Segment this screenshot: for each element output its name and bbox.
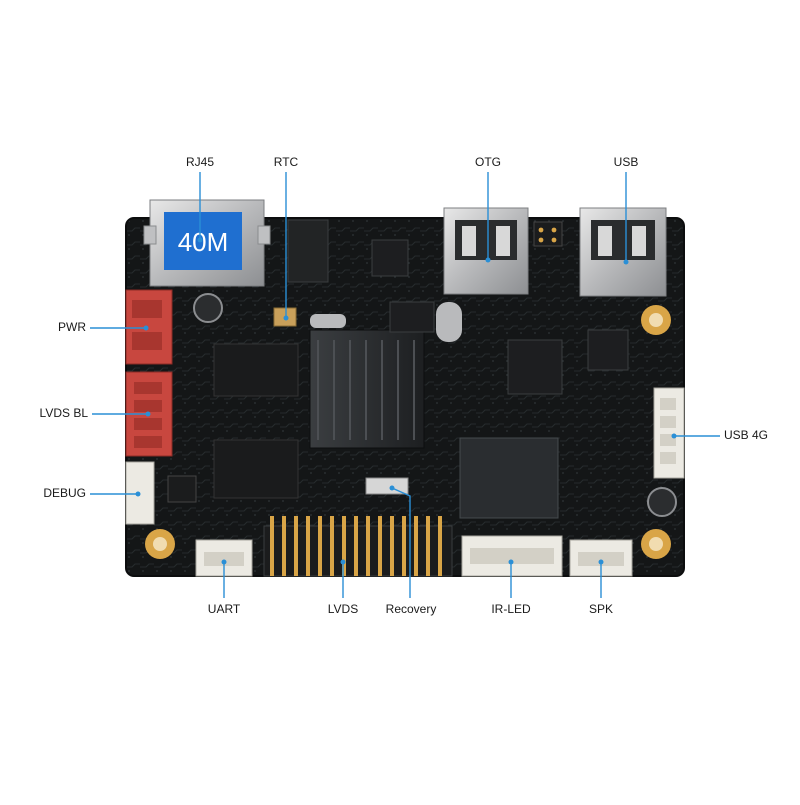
memory-chip-1 xyxy=(213,343,299,397)
label-usb: USB xyxy=(613,155,639,169)
leader-lines xyxy=(90,172,720,598)
label-rtc: RTC xyxy=(273,155,299,169)
rj45-jack: 40M xyxy=(143,199,271,287)
label-rj45: RJ45 xyxy=(185,155,215,169)
label-uart: UART xyxy=(207,602,241,616)
otg-usb-port xyxy=(443,207,529,295)
label-ir-led: IR-LED xyxy=(491,602,531,616)
speed-badge-text: 40M xyxy=(178,227,229,257)
memory-chip-2 xyxy=(213,439,299,499)
label-usb-4g: USB 4G xyxy=(724,428,769,442)
label-pwr: PWR xyxy=(58,320,86,334)
ir-led-connector xyxy=(461,535,563,577)
module-chip xyxy=(459,437,559,519)
speed-badge xyxy=(164,212,242,270)
mounting-holes xyxy=(145,305,671,559)
label-recovery: Recovery xyxy=(385,602,437,616)
rtc-chip xyxy=(287,219,329,283)
label-spk: SPK xyxy=(588,602,614,616)
label-debug: DEBUG xyxy=(43,486,86,500)
label-otg: OTG xyxy=(475,155,501,169)
lvds-header xyxy=(263,516,453,577)
usb-4g-connector xyxy=(653,387,685,479)
heatsink xyxy=(309,329,425,449)
label-lvds-bl: LVDS BL xyxy=(39,406,88,420)
pwr-connector xyxy=(125,289,173,365)
label-lvds: LVDS xyxy=(327,602,359,616)
usb-port xyxy=(579,207,667,297)
spk-connector xyxy=(569,539,633,577)
